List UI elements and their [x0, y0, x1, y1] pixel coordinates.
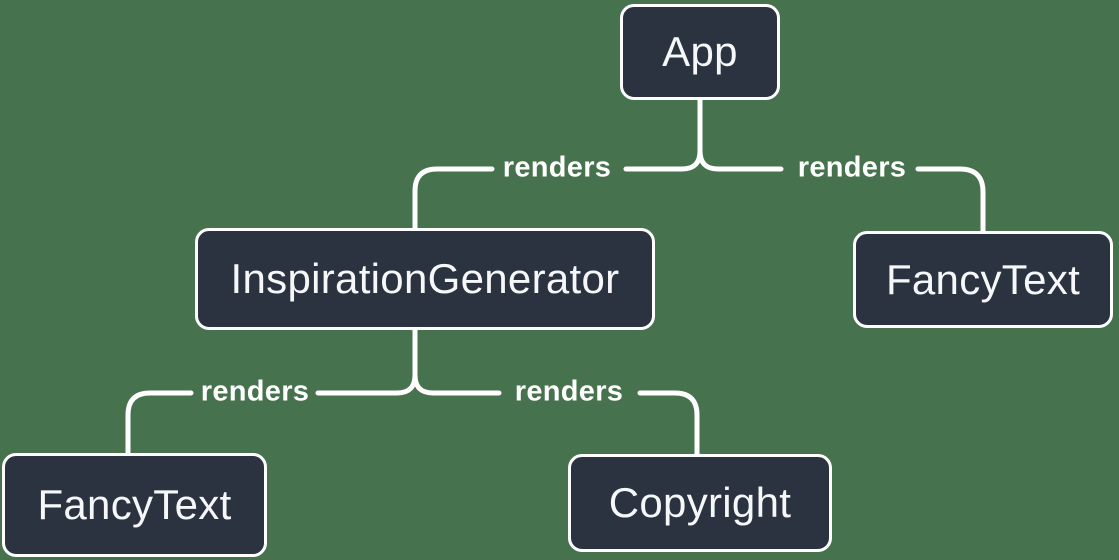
node-fancytext-top-right: FancyText [853, 231, 1113, 328]
node-fancytext-bottom-left-label: FancyText [37, 481, 232, 528]
node-fancytext-top-right-label: FancyText [885, 255, 1081, 303]
edge-label-inspiration-copyright: renders [514, 375, 624, 408]
edge-to-inspiration-generator [412, 166, 495, 232]
edge-label-app-inspiration: renders [502, 151, 612, 184]
node-inspiration-generator: InspirationGenerator [195, 228, 655, 330]
edge-to-fancytext-bottom [125, 390, 194, 457]
edge-inspiration-stem-left-flare [315, 326, 418, 396]
edge-to-copyright [637, 390, 700, 458]
node-app-label: App [662, 28, 738, 75]
node-inspiration-generator-label: InspirationGenerator [230, 255, 620, 302]
edge-to-fancytext-top [915, 166, 986, 235]
node-app: App [620, 4, 780, 100]
edge-app-stem-left-flare [623, 97, 703, 172]
node-copyright: Copyright [568, 454, 832, 552]
edge-label-inspiration-fancytext: renders [200, 375, 310, 408]
edge-inspiration-right-flare [412, 372, 502, 396]
node-fancytext-bottom-left: FancyText [2, 453, 267, 557]
node-copyright-label: Copyright [608, 479, 792, 526]
edge-app-right-flare [697, 148, 784, 172]
edge-label-app-fancytext: renders [797, 151, 907, 184]
